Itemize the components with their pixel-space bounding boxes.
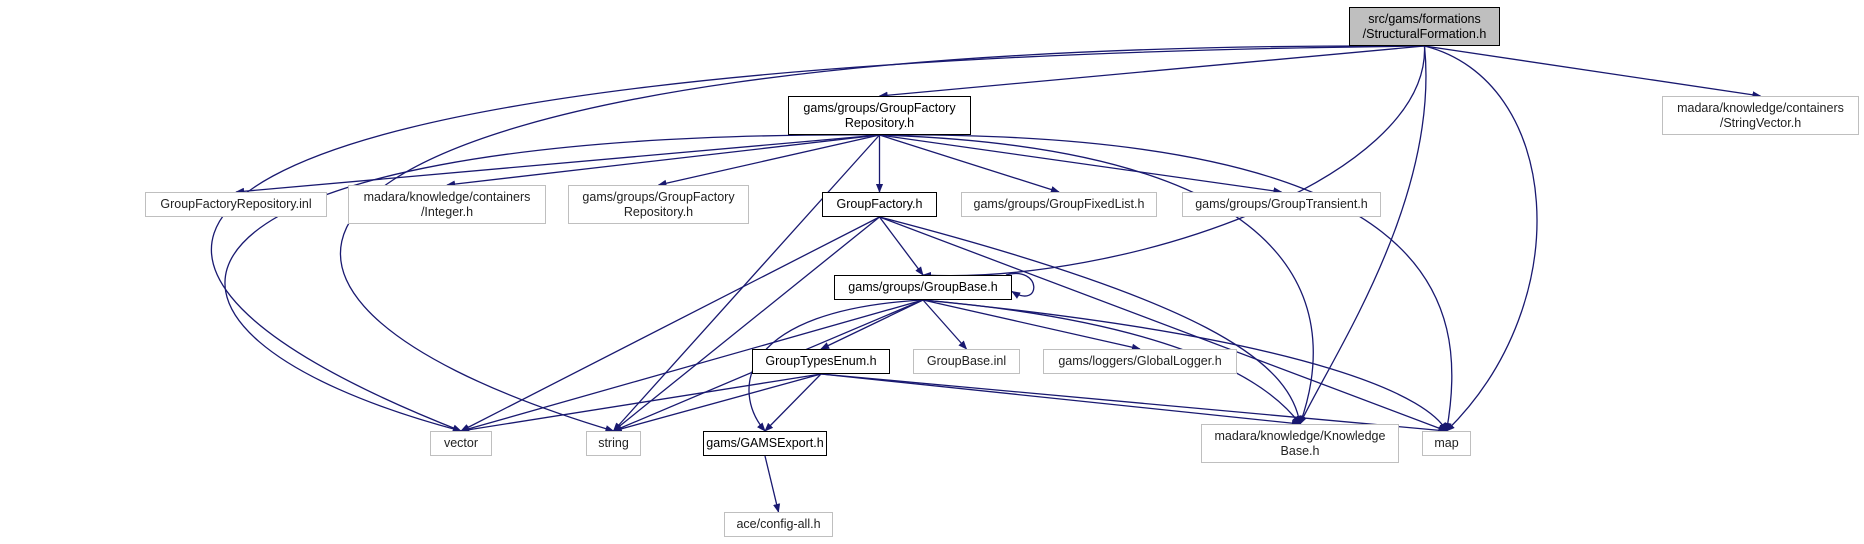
edge-gb-to-gb [1005, 272, 1035, 299]
node-string: string [586, 431, 641, 456]
edge-gb-to-map [922, 299, 1448, 432]
edge-root-to-string [339, 45, 1425, 433]
edge-gb-to-vector [460, 299, 924, 433]
node-group-factory-repository-inl: GroupFactoryRepository.inl [145, 192, 327, 217]
node-group-factory-h[interactable]: GroupFactory.h [822, 192, 937, 217]
node-integer-h: madara/knowledge/containers /Integer.h [348, 185, 546, 224]
edge-gte-to-ge [764, 373, 822, 432]
edge-gf-to-vector [460, 216, 880, 432]
edge-gf-to-map [879, 216, 1448, 432]
edge-gb-to-gl [922, 299, 1141, 351]
edge-gte-to-kb [820, 373, 1301, 427]
edge-gb-to-gte [820, 299, 924, 350]
edge-root-to-gb [922, 45, 1426, 280]
node-group-factory-repository-h-external: gams/groups/GroupFactory Repository.h [568, 185, 749, 224]
edge-gf-to-string [612, 216, 880, 432]
node-knowledge-base-h: madara/knowledge/Knowledge Base.h [1201, 424, 1399, 463]
node-global-logger-h: gams/loggers/GlobalLogger.h [1043, 349, 1237, 374]
node-group-fixed-list-h: gams/groups/GroupFixedList.h [961, 192, 1157, 217]
edge-gfr-to-vector [224, 134, 880, 433]
node-map: map [1422, 431, 1471, 456]
edge-gfr-to-gfr2 [657, 134, 880, 187]
edge-gfr-to-gfl [879, 134, 1060, 193]
edge-gf-to-gb [878, 216, 924, 276]
node-vector: vector [430, 431, 492, 456]
edge-ge-to-ace [764, 455, 781, 513]
edge-gfr-to-kb [879, 134, 1314, 425]
node-group-base-inl: GroupBase.inl [913, 349, 1020, 374]
node-group-types-enum-h[interactable]: GroupTypesEnum.h [752, 349, 890, 374]
edge-gfr-to-gt [879, 134, 1283, 195]
edge-gte-to-vector [460, 373, 822, 434]
edge-gfr-to-map [879, 134, 1453, 432]
node-group-transient-h: gams/groups/GroupTransient.h [1182, 192, 1381, 217]
edge-gte-to-map [820, 373, 1448, 434]
edge-gte-to-string [612, 373, 822, 433]
node-gams-export-h[interactable]: gams/GAMSExport.h [703, 431, 827, 456]
edge-gfr-to-string [612, 134, 880, 432]
node-ace-config-all-h: ace/config-all.h [724, 512, 833, 537]
node-structural-formation-h: src/gams/formations /StructuralFormation… [1349, 7, 1500, 46]
node-group-factory-repository-h[interactable]: gams/groups/GroupFactory Repository.h [788, 96, 971, 135]
node-group-base-h[interactable]: gams/groups/GroupBase.h [834, 275, 1012, 300]
edge-gb-to-gbinl [922, 299, 968, 350]
node-string-vector-h: madara/knowledge/containers /StringVecto… [1662, 96, 1859, 135]
edge-root-to-map [1424, 45, 1538, 432]
edge-root-to-kb [1299, 45, 1427, 425]
edge-gf-to-kb [879, 216, 1303, 425]
edge-root-to-gfr [878, 45, 1425, 99]
edge-gfr-to-gfrinl [235, 134, 880, 195]
edge-gfr-to-int [446, 134, 880, 188]
edge-root-to-sv [1424, 45, 1762, 99]
